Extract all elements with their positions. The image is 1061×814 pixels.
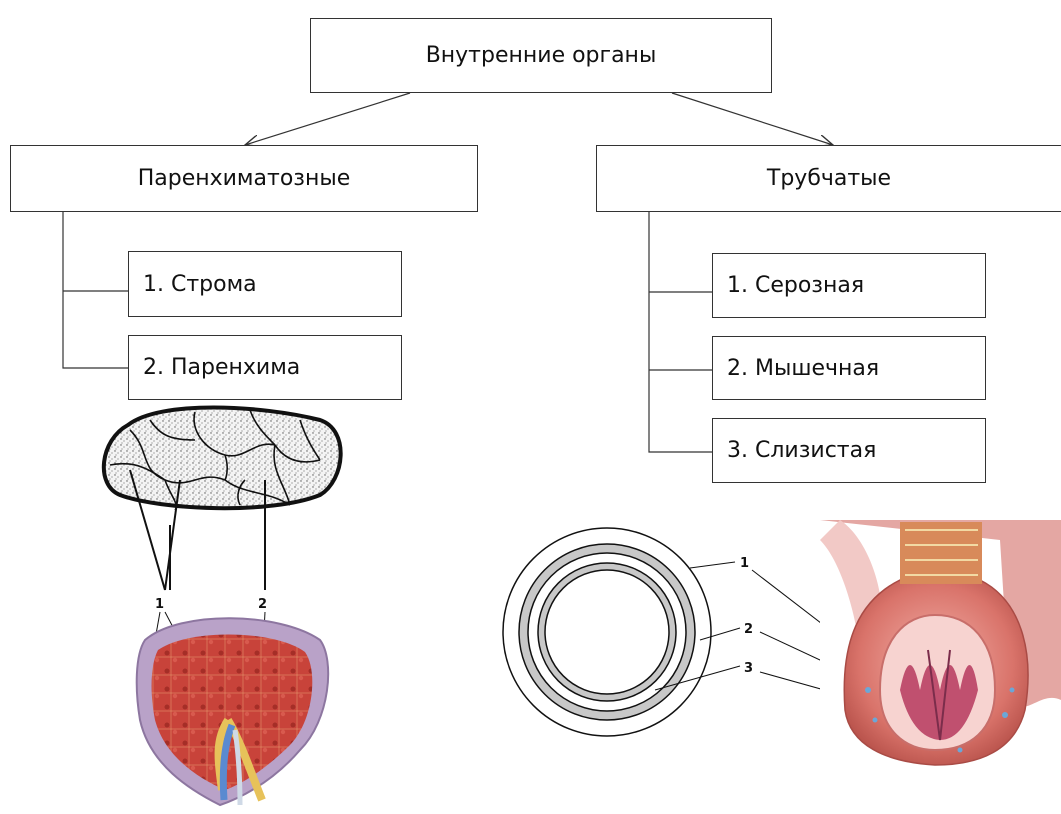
parenchyma-label: 2. Паренхима: [143, 355, 300, 380]
organ-section-illustration: [137, 618, 328, 805]
root-label: Внутренние органы: [426, 43, 657, 68]
parenchymal-box: Паренхиматозные: [10, 145, 478, 212]
mucous-box: 3. Слизистая: [712, 418, 986, 483]
muscular-label: 2. Мышечная: [727, 356, 879, 381]
callout-2-left: 2: [258, 597, 267, 612]
callout-1-right: 1: [740, 556, 749, 571]
callout-1-left: 1: [155, 597, 164, 612]
stroma-schematic: [104, 408, 341, 511]
root-box: Внутренние органы: [310, 18, 772, 93]
tubular-box: Трубчатые: [596, 145, 1061, 212]
mucous-label: 3. Слизистая: [727, 438, 876, 463]
serous-label: 1. Серозная: [727, 273, 864, 298]
tubular-label: Трубчатые: [767, 166, 891, 191]
intestine-illustration: [820, 520, 1061, 765]
stroma-box: 1. Строма: [128, 251, 402, 317]
parenchymal-label: Паренхиматозные: [138, 166, 351, 191]
stroma-label: 1. Строма: [143, 272, 257, 297]
parenchyma-box: 2. Паренхима: [128, 335, 402, 400]
left-tree-connector: [63, 210, 128, 368]
muscular-box: 2. Мышечная: [712, 336, 986, 400]
arrow-to-parenchymal: [245, 93, 410, 145]
callout-3-right: 3: [744, 661, 753, 676]
arrow-to-tubular: [672, 93, 833, 145]
callout-2-right: 2: [744, 622, 753, 637]
tube-cross-section: [503, 528, 711, 736]
right-tree-connector: [649, 210, 712, 452]
serous-box: 1. Серозная: [712, 253, 986, 318]
